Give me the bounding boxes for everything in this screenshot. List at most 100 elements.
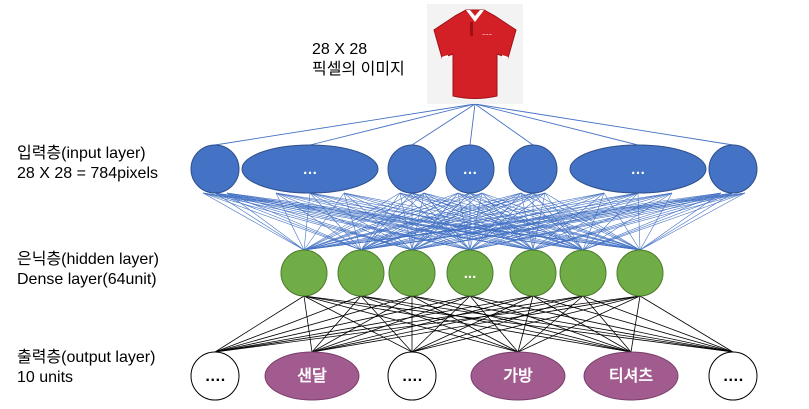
output-node-shape	[470, 351, 566, 401]
hidden-to-output-line	[303, 295, 632, 353]
hidden-to-output-line	[303, 295, 519, 353]
input-to-hidden-line	[275, 192, 305, 251]
hidden-to-output-line	[303, 295, 734, 353]
hidden-to-output-line	[411, 295, 632, 353]
input-to-hidden-line	[275, 192, 471, 251]
input-to-hidden-line	[360, 192, 483, 251]
hidden-to-output-line	[303, 295, 413, 353]
tshirt-image: ~~~	[427, 4, 523, 104]
hidden-to-output-line	[411, 295, 734, 353]
hidden-to-output-line	[303, 295, 313, 353]
input-to-hidden-line	[532, 192, 641, 251]
hidden-to-output-line	[311, 295, 534, 353]
input-to-hidden-line	[303, 192, 546, 251]
input-to-hidden-line	[303, 192, 522, 251]
hidden-to-output-line	[411, 295, 519, 353]
input-layer-label-line-2: 28 X 28 = 784pixels	[17, 165, 158, 182]
output-node-label: ….	[723, 368, 743, 385]
hidden-node-shape	[509, 249, 557, 297]
input-to-hidden-line	[360, 192, 605, 251]
input-to-hidden-line	[532, 192, 584, 251]
hidden-to-output-line	[639, 295, 734, 353]
input-to-hidden-line	[303, 192, 459, 251]
input-to-hidden-line	[639, 192, 673, 251]
input-to-hidden-line	[481, 192, 641, 251]
input-to-hidden-line	[303, 192, 401, 251]
hidden-to-output-line	[411, 295, 534, 353]
input-to-hidden-line	[411, 192, 584, 251]
input-to-hidden-line	[303, 192, 746, 251]
hidden-to-output-line	[532, 295, 734, 353]
hidden-layer-label-line-1: 은닉층(hidden layer)	[17, 251, 159, 268]
input-node-shape	[190, 144, 240, 194]
svg-text:~~~: ~~~	[482, 32, 492, 37]
hidden-node-shape	[337, 249, 385, 297]
input-to-hidden-line	[544, 192, 584, 251]
hidden-to-output-line	[311, 295, 362, 353]
output-node: 티셔츠	[583, 351, 679, 401]
input-to-hidden-line	[202, 192, 305, 251]
input-to-hidden-line	[582, 192, 734, 251]
input-to-hidden-line	[303, 192, 425, 251]
input-to-hidden-line	[520, 192, 641, 251]
input-to-hidden-line	[226, 192, 641, 251]
image-caption-line-1: 28 X 28	[312, 41, 368, 58]
input-node	[387, 144, 437, 194]
connection-lines	[202, 103, 746, 353]
output-node-label: 티셔츠	[609, 367, 653, 385]
hidden-to-output-line	[311, 295, 471, 353]
hidden-to-output-line	[469, 295, 734, 353]
output-node-label: ….	[205, 368, 225, 385]
output-layer-label-line-1: 출력층(output layer)	[17, 349, 156, 366]
input-node-shape	[445, 144, 495, 194]
input-to-hidden-line	[469, 192, 746, 251]
input-to-hidden-line	[360, 192, 639, 251]
input-to-hidden-line	[544, 192, 641, 251]
output-node: 가방	[470, 351, 566, 401]
image-to-input-line	[469, 103, 476, 146]
hidden-node	[616, 249, 664, 297]
hidden-to-output-line	[311, 295, 641, 353]
hidden-to-output-line	[360, 295, 519, 353]
input-layer-label: 입력층(input layer) 28 X 28 = 784pixels	[17, 144, 158, 184]
input-to-hidden-line	[582, 192, 746, 251]
hidden-to-output-line	[411, 295, 641, 353]
output-node-label: 가방	[503, 367, 533, 385]
input-to-hidden-line	[639, 192, 746, 251]
input-to-hidden-line	[360, 192, 746, 251]
input-node	[708, 144, 758, 194]
input-to-hidden-line	[532, 192, 546, 251]
hidden-to-output-line	[582, 295, 734, 353]
hidden-to-output-line	[214, 295, 471, 353]
hidden-node-shape	[446, 249, 494, 297]
input-node: …	[569, 144, 707, 194]
input-node-shape	[387, 144, 437, 194]
output-node-shape	[583, 351, 679, 401]
input-layer-label-line-1: 입력층(input layer)	[17, 145, 146, 162]
hidden-layer-label-line-2: Dense layer(64unit)	[17, 271, 157, 288]
input-to-hidden-line	[343, 192, 534, 251]
output-node-shape	[190, 351, 240, 401]
hidden-to-output-line	[214, 295, 641, 353]
hidden-to-output-line	[360, 295, 413, 353]
hidden-layer-label: 은닉층(hidden layer) Dense layer(64unit)	[17, 250, 159, 290]
input-to-hidden-line	[214, 192, 305, 251]
input-to-hidden-line	[214, 192, 584, 251]
hidden-node	[509, 249, 557, 297]
hidden-to-output-line	[214, 295, 534, 353]
image-to-input-line	[309, 103, 476, 146]
image-to-input-line	[474, 103, 534, 146]
output-node: ….	[708, 351, 758, 401]
hidden-to-output-line	[360, 295, 632, 353]
image-to-input-line	[474, 103, 639, 146]
hidden-node-shape	[616, 249, 664, 297]
hidden-to-output-line	[411, 295, 471, 353]
input-node	[508, 144, 558, 194]
input-to-hidden-line	[303, 192, 639, 251]
hidden-node	[280, 249, 328, 297]
hidden-node	[337, 249, 385, 297]
image-to-input-line	[411, 103, 476, 146]
hidden-to-output-line	[532, 295, 632, 353]
image-caption-line-2: 픽셀의 이미지	[312, 61, 405, 78]
